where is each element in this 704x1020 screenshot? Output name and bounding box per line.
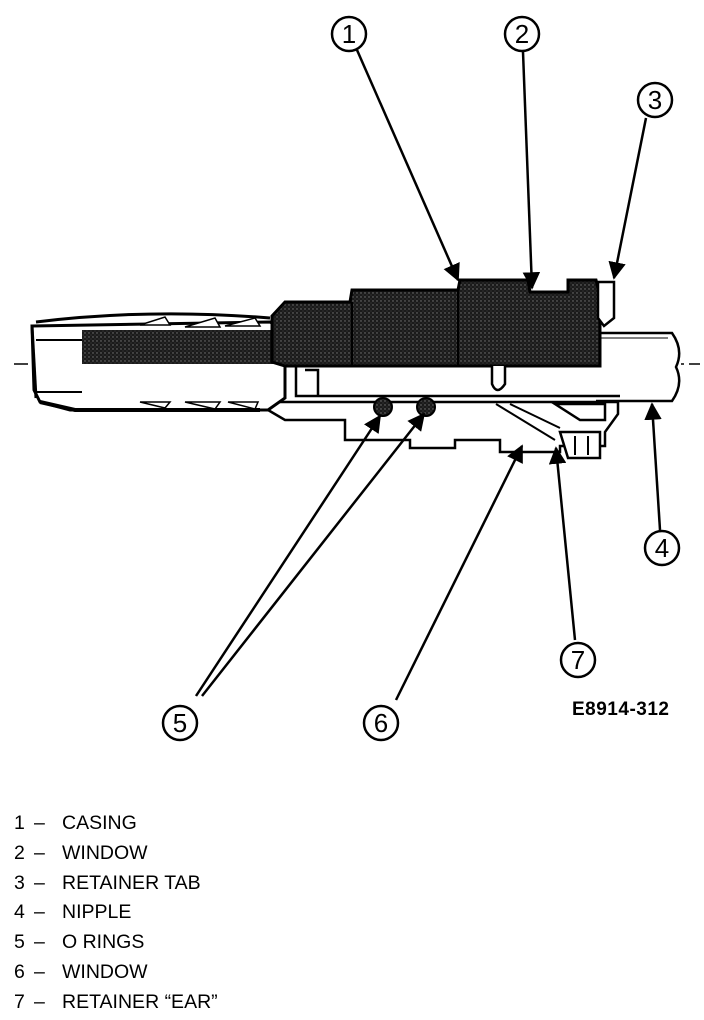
- callout-6-label: 6: [374, 708, 388, 738]
- legend-dash: –: [34, 901, 45, 924]
- legend-dash: –: [34, 960, 45, 983]
- legend-item: 1 – CASING: [14, 810, 218, 840]
- legend-number: 2: [14, 841, 25, 864]
- legend-dash: –: [34, 990, 45, 1013]
- legend-item: 4 – NIPPLE: [14, 899, 218, 929]
- casing-inner-bore: [294, 366, 620, 398]
- nipple-tube: [596, 331, 681, 403]
- legend-number: 6: [14, 960, 25, 983]
- callout-1: 1: [330, 15, 368, 53]
- callout-5-label: 5: [173, 708, 187, 738]
- callout-7: 7: [559, 641, 597, 679]
- callout-3: 3: [636, 81, 674, 119]
- callout-3-label: 3: [648, 85, 662, 115]
- callout-2-label: 2: [515, 19, 529, 49]
- legend-dash: –: [34, 841, 45, 864]
- legend-label: NIPPLE: [62, 901, 132, 924]
- leader-lines: [194, 49, 662, 701]
- legend-dash: –: [34, 871, 45, 894]
- figure-code: E8914-312: [572, 699, 670, 720]
- callout-2: 2: [503, 15, 541, 53]
- legend-item: 3 – RETAINER TAB: [14, 870, 218, 900]
- legend-item: 5 – O RINGS: [14, 929, 218, 959]
- legend-label: WINDOW: [62, 841, 148, 864]
- housing-lower: [266, 396, 620, 460]
- legend-label: RETAINER TAB: [62, 871, 201, 894]
- legend-item: 2 – WINDOW: [14, 840, 218, 870]
- legend-label: O RINGS: [62, 931, 145, 954]
- casing: [270, 278, 616, 368]
- legend-number: 4: [14, 901, 25, 924]
- legend-number: 5: [14, 931, 25, 954]
- legend-number: 1: [14, 812, 25, 834]
- legend-dash: –: [34, 931, 45, 954]
- hose: [30, 312, 287, 412]
- fitting-cross-section-diagram: 1 2 3 4 5 6 7: [14, 15, 700, 742]
- legend-dash: –: [34, 812, 45, 834]
- legend-item: 7 – RETAINER “EAR”: [14, 989, 218, 1019]
- legend-number: 3: [14, 871, 25, 894]
- o-rings: [373, 397, 436, 417]
- legend-label: WINDOW: [62, 960, 148, 983]
- callout-5: 5: [161, 704, 199, 742]
- callout-6: 6: [362, 704, 400, 742]
- callout-4-label: 4: [655, 533, 669, 563]
- legend-number: 7: [14, 990, 25, 1013]
- legend: 1 – CASING 2 – WINDOW 3 – RETAINER TAB 4…: [14, 810, 218, 1019]
- callout-1-label: 1: [342, 19, 356, 49]
- legend-item: 6 – WINDOW: [14, 959, 218, 989]
- callout-4: 4: [643, 529, 681, 567]
- legend-label: CASING: [62, 812, 137, 834]
- legend-label: RETAINER “EAR”: [62, 990, 218, 1013]
- callout-7-label: 7: [571, 645, 585, 675]
